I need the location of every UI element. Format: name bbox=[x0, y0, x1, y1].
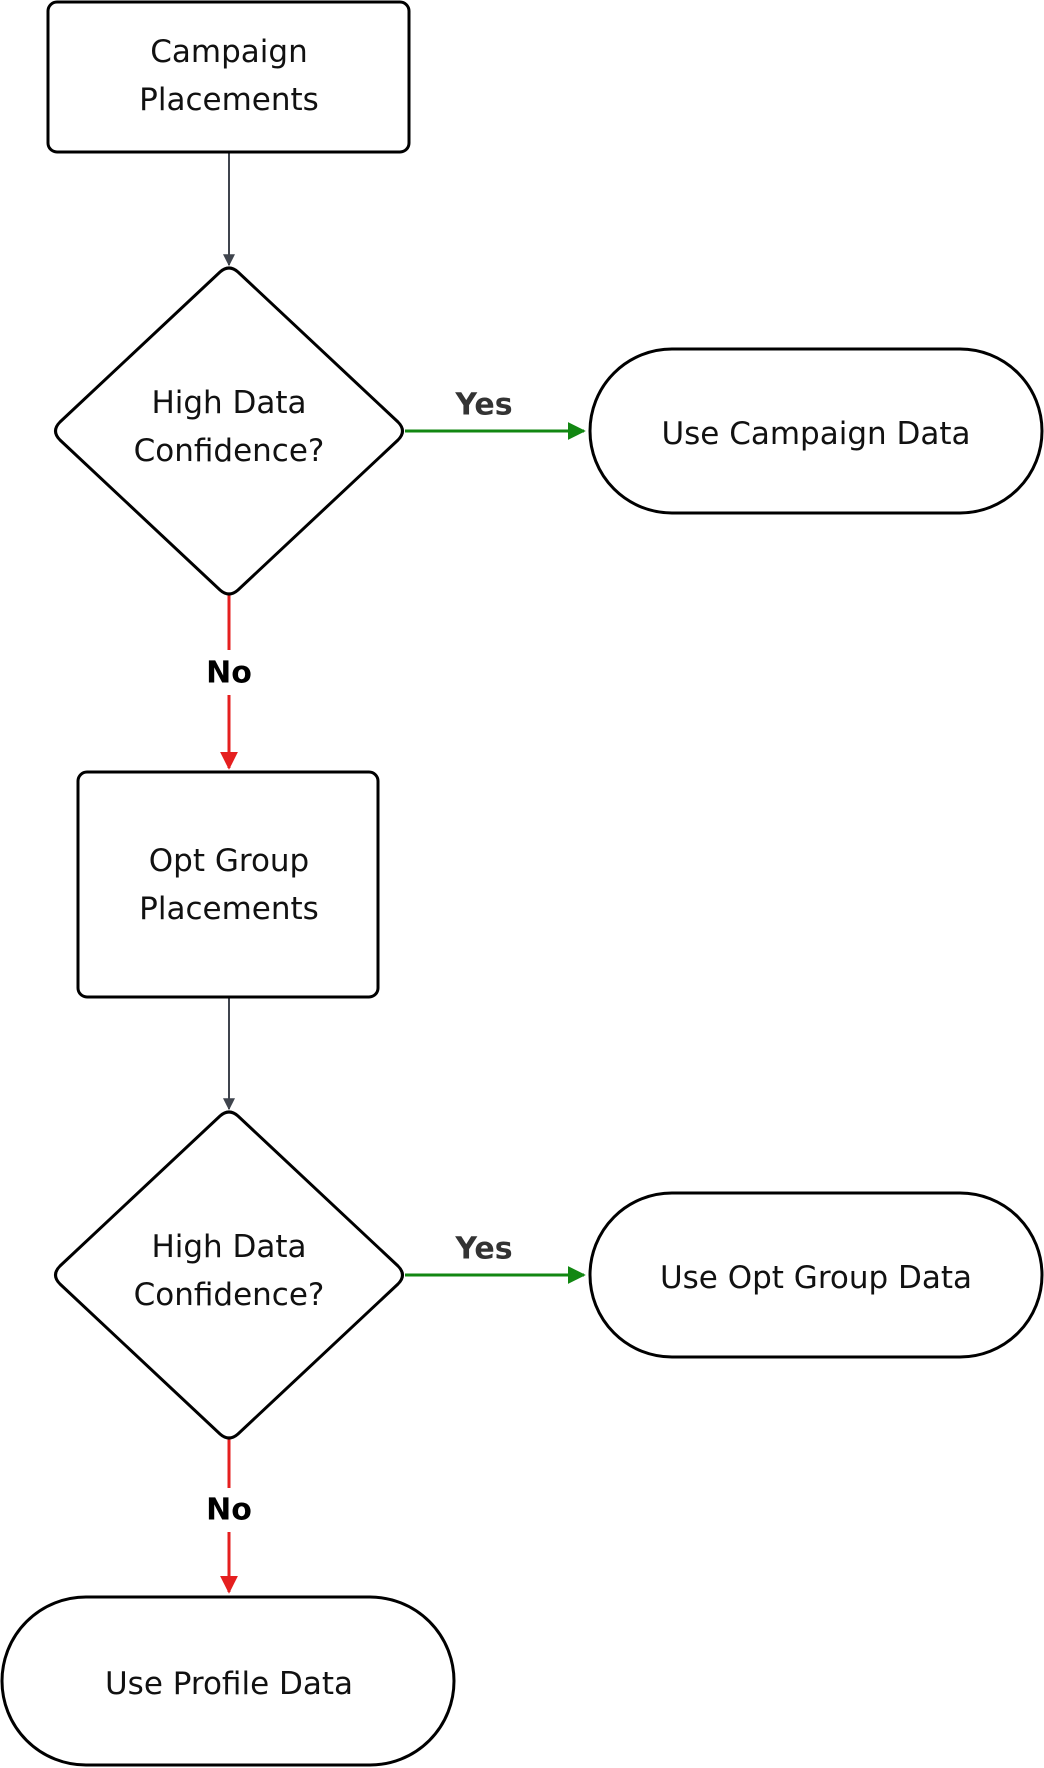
node-decision-2-line1: High Data bbox=[151, 1229, 306, 1265]
node-use-opt-group-data: Use Opt Group Data bbox=[588, 1191, 1044, 1359]
node-decision-1: High Data Confidence? bbox=[54, 266, 404, 596]
node-opt-group-placements-line1: Opt Group bbox=[149, 843, 309, 879]
node-decision-2-line2: Confidence? bbox=[134, 1277, 325, 1313]
edge-label-yes-1: Yes bbox=[454, 388, 512, 423]
node-use-profile-data-label: Use Profile Data bbox=[105, 1666, 353, 1702]
node-use-profile-data: Use Profile Data bbox=[0, 1595, 456, 1767]
node-decision-1-line2: Confidence? bbox=[134, 433, 325, 469]
node-campaign-placements-line2: Placements bbox=[139, 82, 319, 118]
node-decision-2: High Data Confidence? bbox=[54, 1110, 404, 1440]
node-campaign-placements: Campaign Placements bbox=[46, 0, 411, 154]
node-opt-group-placements-line2: Placements bbox=[139, 891, 319, 927]
edge-label-yes-2: Yes bbox=[454, 1232, 512, 1267]
node-opt-group-placements: Opt Group Placements bbox=[76, 770, 380, 999]
node-use-campaign-data: Use Campaign Data bbox=[588, 347, 1044, 515]
edge-label-no-2: No bbox=[206, 1493, 252, 1528]
node-use-opt-group-data-label: Use Opt Group Data bbox=[660, 1260, 972, 1296]
edge-label-no-1: No bbox=[206, 656, 252, 691]
node-use-campaign-data-label: Use Campaign Data bbox=[661, 416, 970, 452]
node-decision-1-line1: High Data bbox=[151, 385, 306, 421]
node-campaign-placements-line1: Campaign bbox=[150, 34, 307, 70]
